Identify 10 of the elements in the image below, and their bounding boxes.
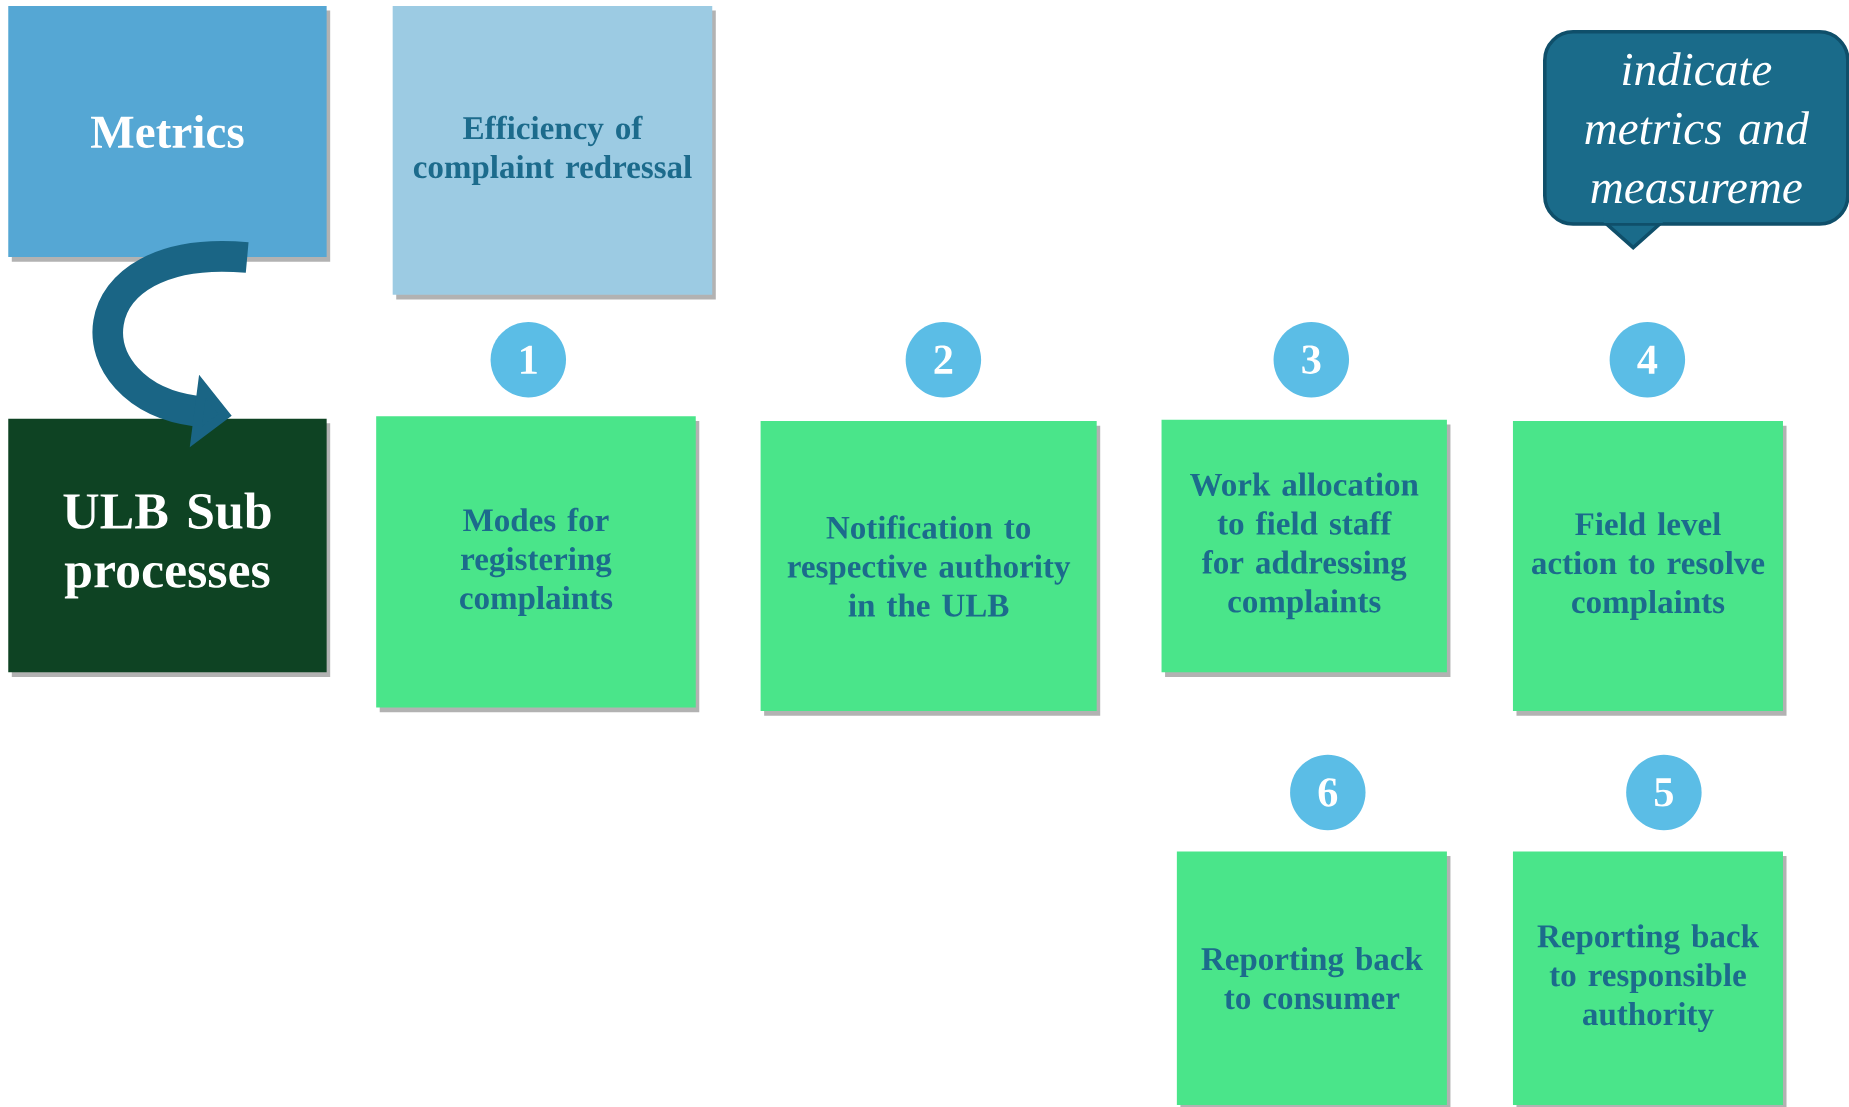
step-box: Field level action to resolve complaints — [1512, 420, 1787, 716]
step-box: Work allocation to field staff for addressing complaints — [1161, 419, 1451, 677]
step-box: Reporting back to responsible authority — [1512, 851, 1787, 1107]
step-box: Notification to respective authority in the ULB — [760, 420, 1101, 716]
metrics-box: Metrics — [8, 5, 331, 262]
step-box: Modes for registering complaints — [376, 416, 700, 713]
process-box: ULB Sub processes — [8, 418, 331, 677]
metric-box: Efficiency of complaint redressal — [392, 5, 716, 300]
step-box: Reporting back to consumer — [1176, 851, 1451, 1107]
speech-bubble: indicate metrics and measureme — [1543, 29, 1849, 250]
